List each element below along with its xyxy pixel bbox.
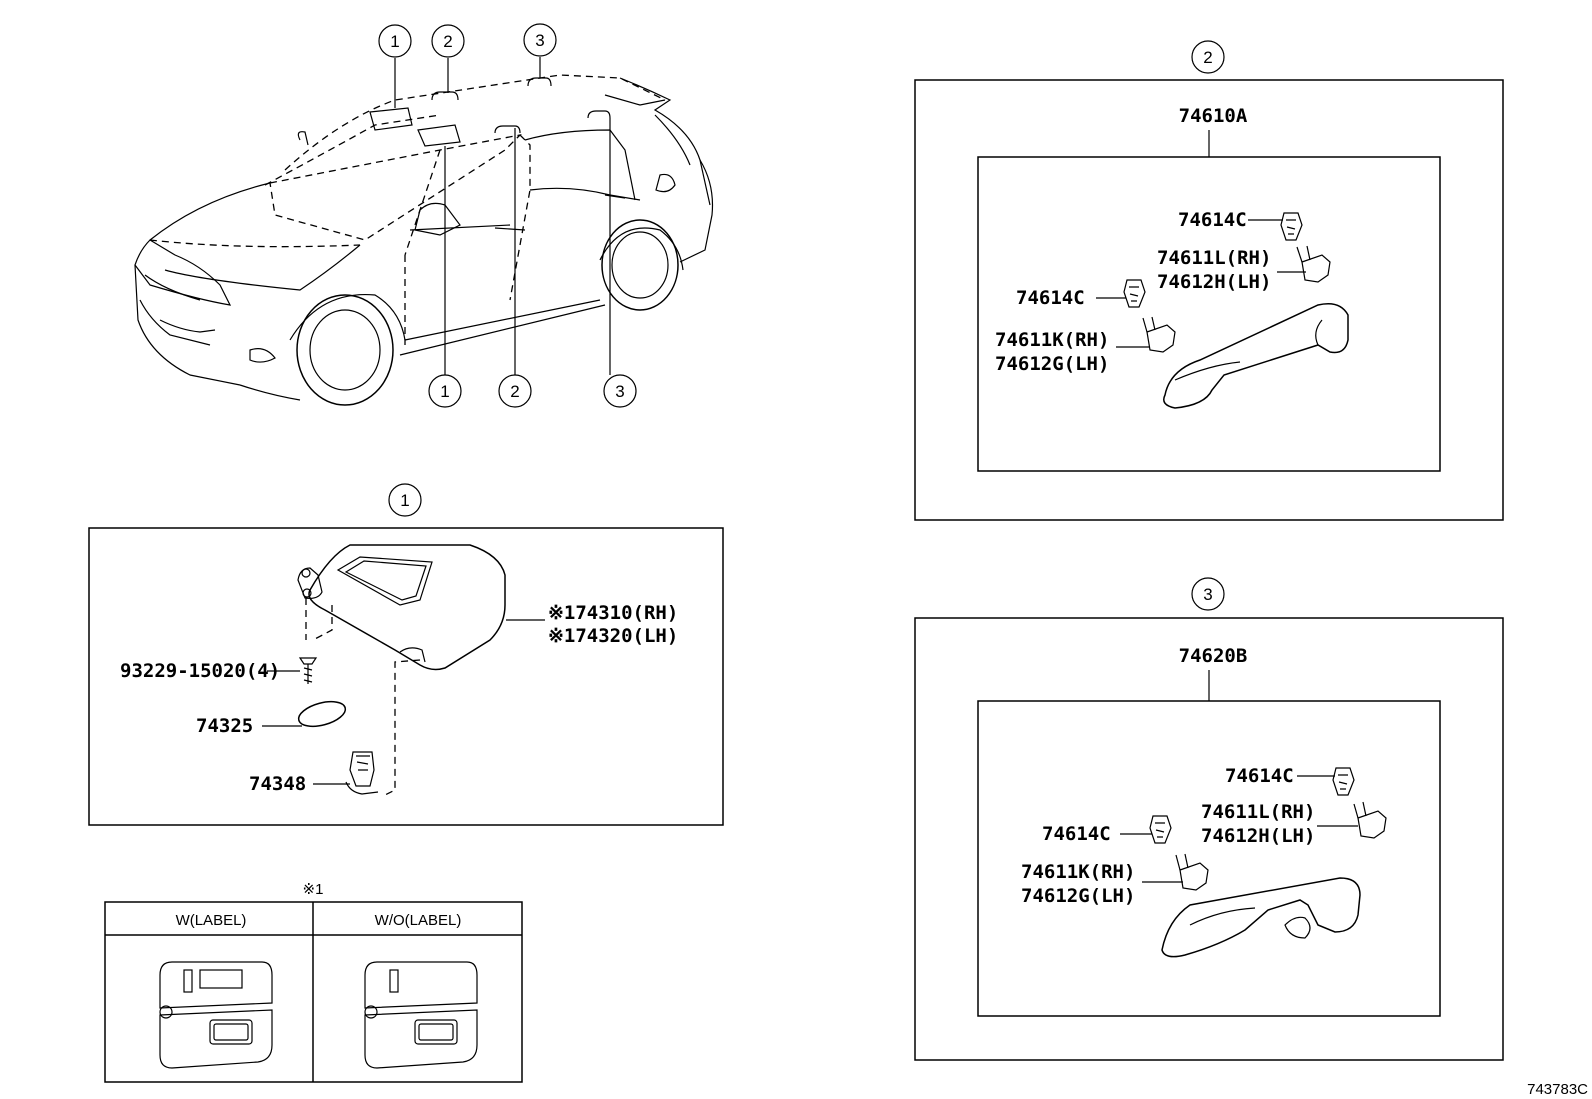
grip-74620B-drawing: [1120, 767, 1387, 958]
s2-part-clip-b: 74614C: [1016, 287, 1085, 309]
callout-1-bottom: 1: [440, 382, 449, 401]
legend-note: ※1: [303, 881, 324, 898]
section3-outer-frame: [914, 617, 1504, 1061]
legend-col-without-label: W/O(LABEL): [375, 912, 462, 929]
callout-2-bottom: 2: [510, 382, 519, 401]
callout-3-top: 3: [535, 31, 544, 50]
section3-callout-label: 3: [1203, 585, 1212, 604]
section1-frame: [88, 527, 724, 826]
section3-callout: [1191, 577, 1225, 611]
section2-callout: [1191, 40, 1225, 74]
s2-part-clip-a: 74614C: [1178, 209, 1247, 231]
s3-part-cap-g-lh: 74612G(LH): [1021, 885, 1135, 907]
part-cover: 74325: [196, 715, 253, 737]
figure-id: 743783C: [1527, 1081, 1588, 1098]
section2-assembly-number: 74610A: [1179, 105, 1248, 127]
section3-inner-frame: [977, 700, 1441, 1017]
s2-part-cap-g-lh: 74612G(LH): [995, 353, 1109, 375]
callout-3-bottom: 3: [615, 382, 624, 401]
s3-part-cap-h-lh: 74612H(LH): [1201, 825, 1315, 847]
part-screw: 93229-15020(4): [120, 660, 280, 682]
grip-74610A-drawing: [1096, 212, 1349, 409]
section1-callout: [388, 483, 422, 517]
s2-part-cap-l-rh: 74611L(RH): [1157, 247, 1271, 269]
callout-2-top: 2: [443, 32, 452, 51]
section1-callout-label: 1: [400, 491, 409, 510]
s2-part-cap-k-rh: 74611K(RH): [995, 329, 1109, 351]
s3-part-clip-b: 74614C: [1042, 823, 1111, 845]
part-holder: 74348: [249, 773, 306, 795]
legend-col-with-label: W(LABEL): [176, 912, 247, 929]
car-overview: [134, 23, 714, 408]
s3-part-cap-k-rh: 74611K(RH): [1021, 861, 1135, 883]
s3-part-clip-a: 74614C: [1225, 765, 1294, 787]
s3-part-cap-l-rh: 74611L(RH): [1201, 801, 1315, 823]
section2-outer-frame: [914, 79, 1504, 521]
s2-part-cap-h-lh: 74612H(LH): [1157, 271, 1271, 293]
part-visor-rh: ※174310(RH): [548, 602, 678, 624]
section2-inner-frame: [977, 156, 1441, 472]
section2-callout-label: 2: [1203, 48, 1212, 67]
part-visor-lh: ※174320(LH): [548, 625, 678, 647]
callout-1-top: 1: [390, 32, 399, 51]
legend-table: [104, 901, 523, 1083]
section3-assembly-number: 74620B: [1179, 645, 1248, 667]
sun-visor-drawing: [262, 544, 545, 796]
